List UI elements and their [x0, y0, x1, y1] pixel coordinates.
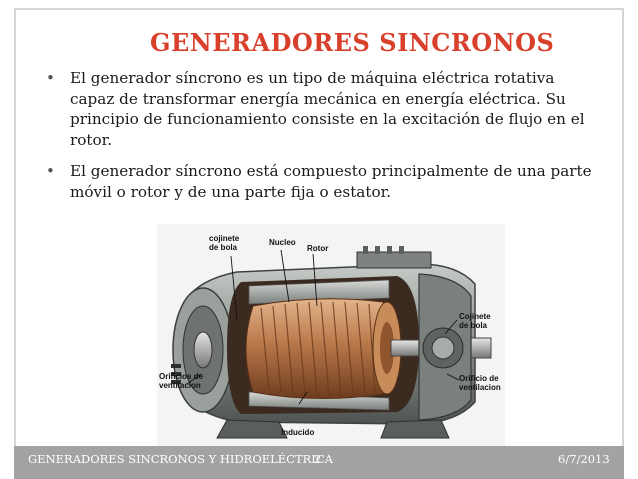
bullet-item: • El generador síncrono está compuesto p…	[40, 161, 600, 202]
label-orificios-left: Orificios de ventilacion	[159, 372, 204, 390]
footer-left-text: GENERADORES SINCRONOS Y HIDROELÉCTRICA	[28, 452, 333, 466]
bullet-text: El generador síncrono es un tipo de máqu…	[70, 69, 585, 149]
label-cojinete-bola-top: cojinete de bola	[209, 234, 240, 252]
generator-illustration	[157, 224, 505, 446]
bullet-marker: •	[46, 162, 55, 181]
footer-date: 6/7/2013	[558, 452, 610, 466]
frame-right-border	[622, 8, 624, 446]
label-rotor: Rotor	[307, 244, 329, 253]
bullet-list: • El generador síncrono es un tipo de má…	[40, 68, 600, 203]
label-cojinete-bola-right: Cojinete de bola	[459, 312, 491, 330]
slide-title: GENERADORES SINCRONOS	[150, 28, 555, 57]
bullet-marker: •	[46, 69, 55, 87]
label-orificio-right: Orificio de ventilacion	[459, 374, 501, 392]
footer-bar	[14, 446, 624, 479]
label-inducido: Inducido	[281, 428, 315, 437]
frame-top-border	[14, 8, 624, 10]
label-nucleo: Nucleo	[269, 238, 296, 247]
page-number: 2	[314, 452, 322, 466]
bullet-text: El generador síncrono está compuesto pri…	[70, 162, 592, 201]
frame-left-border	[14, 8, 16, 446]
generator-cutaway-image: cojinete de bola Nucleo Rotor Cojinete d…	[157, 224, 505, 446]
bullet-item: • El generador síncrono es un tipo de má…	[40, 68, 600, 150]
